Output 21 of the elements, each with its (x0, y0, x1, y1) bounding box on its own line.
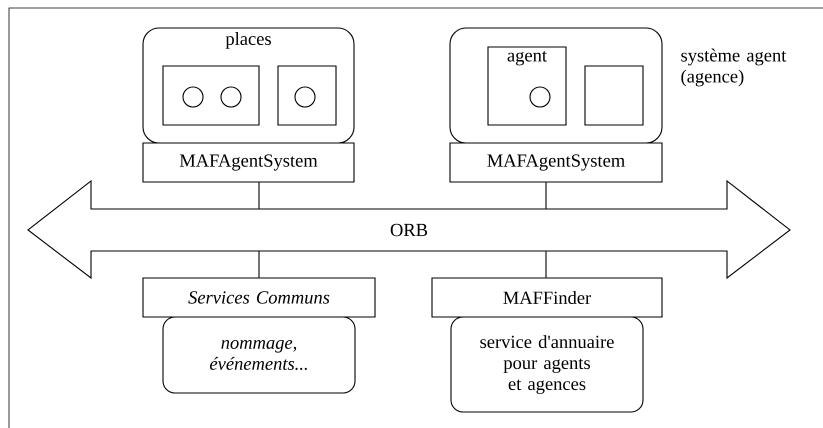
connector-line (258, 252, 260, 278)
place-box (584, 65, 644, 126)
agent-circle (294, 86, 316, 108)
side-note: système agent (agence) (681, 48, 786, 86)
connector-line (258, 182, 260, 208)
agent-circle (182, 86, 204, 108)
connector-line (545, 182, 547, 208)
agent-circle (529, 86, 551, 108)
agency-box (449, 27, 663, 144)
interface-box: MAFAgentSystem (142, 142, 355, 183)
interface-box: Services Communs (142, 277, 376, 318)
agent-circle (220, 86, 242, 108)
interface-box: MAFAgentSystem (449, 142, 663, 183)
service-box: service d'annuaire pour agents et agences (450, 316, 644, 413)
agent-box: agent (487, 46, 567, 126)
interface-box: MAFFinder (431, 277, 663, 318)
place-box (162, 65, 260, 126)
connector-line (545, 252, 547, 278)
service-box: nommage, événements... (162, 316, 356, 394)
agency-box: places (142, 27, 355, 144)
place-box (277, 65, 337, 126)
